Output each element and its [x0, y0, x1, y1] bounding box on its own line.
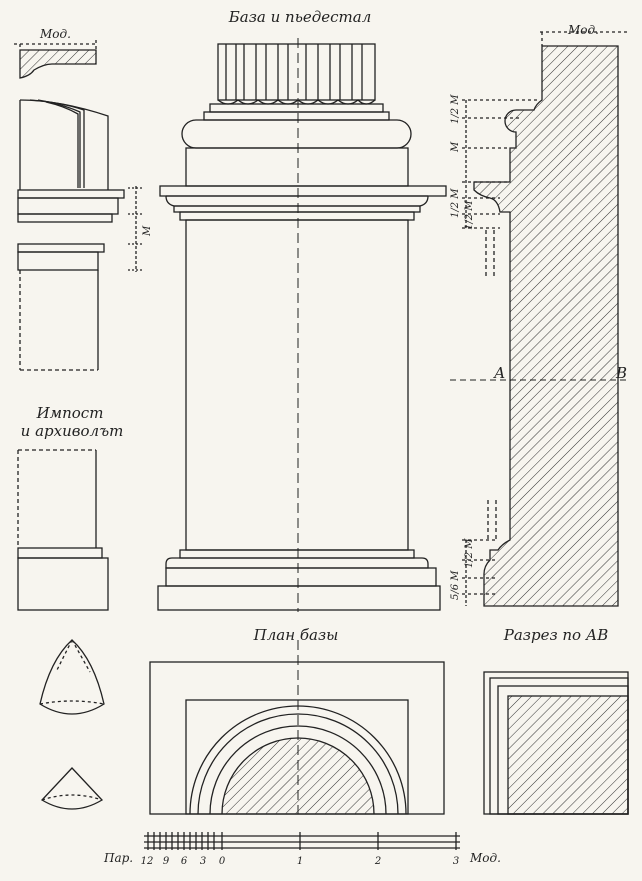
scale-tick-label: 2 [374, 856, 381, 867]
section-mark-b: В [615, 364, 627, 382]
scale-right-label: Мод. [469, 851, 501, 865]
dim-half-m-1: 1/2 М [450, 94, 461, 124]
dim-half-m-3: 1/2 М [464, 200, 475, 230]
pedestal-profile [450, 31, 630, 607]
title-archivolt: и архиволът [21, 422, 124, 440]
plan-shapes [39, 639, 105, 810]
scale-tick-label: 6 [181, 856, 188, 867]
scale-tick-label: 12 [141, 856, 154, 867]
section-ab [483, 671, 629, 815]
scale-tick-label: 0 [219, 856, 226, 867]
title-impost: Импост [36, 404, 104, 422]
section-mark-a: А [493, 364, 505, 382]
arch-detail [14, 40, 144, 371]
module-label-left: Мод. [39, 27, 71, 41]
scale-tick-label: 9 [163, 856, 170, 867]
base-plan [149, 640, 445, 815]
dim-five-sixth-m: 5/6 М [450, 570, 461, 600]
dim-m-left: М [142, 225, 153, 237]
scale-bar [144, 832, 460, 850]
dim-half-m-4: 1/2 М [464, 538, 475, 568]
dim-half-m-2: 1/2 М [450, 188, 461, 218]
title-base-and-pedestal: База и пьедестал [228, 8, 372, 26]
module-label-right: Мод. [567, 23, 599, 37]
scale-tick-label: 3 [453, 856, 459, 867]
scale-tick-label: 1 [297, 856, 303, 867]
scale-left-label: Пар. [103, 851, 133, 865]
title-base-plan: План базы [253, 626, 339, 644]
dim-m-right: М [450, 141, 461, 153]
impost-block [17, 449, 109, 611]
scale-tick-label: 3 [200, 856, 206, 867]
title-section-ab: Разрез по АВ [503, 626, 609, 644]
column-elevation [157, 38, 447, 612]
